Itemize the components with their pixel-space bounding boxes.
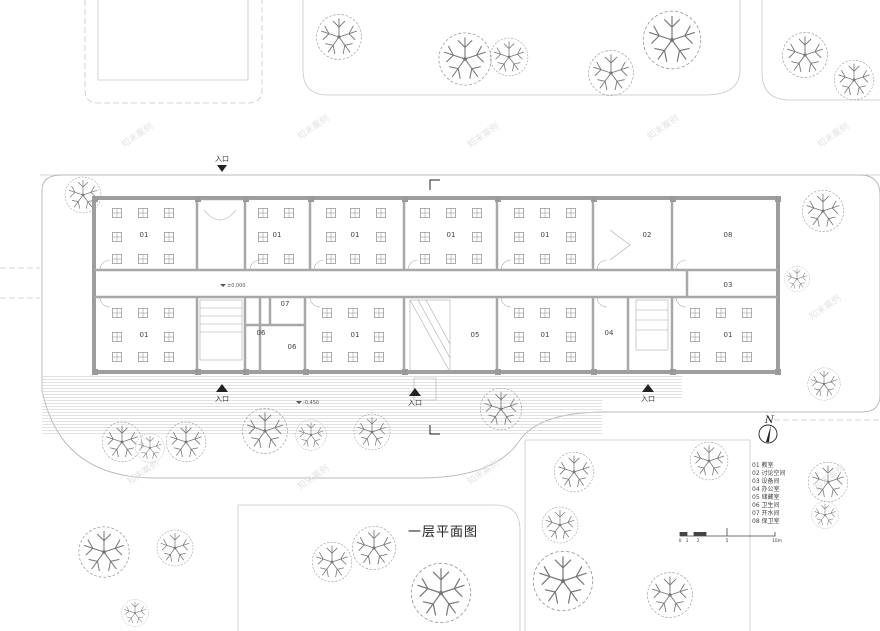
entrance-arrow-icon	[642, 384, 654, 392]
legend-item: 06 卫生间	[752, 501, 780, 509]
room-label: 08	[724, 231, 733, 239]
level-label: -0.450	[303, 400, 319, 406]
room-label: 01	[541, 231, 550, 239]
room-label: 06	[257, 329, 266, 337]
level-marker-icon	[296, 401, 302, 404]
level-marker-icon	[220, 284, 226, 287]
scale-bar: 0 1 2 5 10m	[679, 528, 782, 544]
room-label: 04	[605, 329, 614, 337]
level-label: ±0.000	[227, 283, 246, 289]
legend-item: 01 教室	[752, 461, 774, 469]
legend-item: 05 储藏室	[752, 493, 780, 501]
entrance-label: 入口	[408, 399, 422, 407]
watermark: 知末案例	[295, 112, 331, 142]
room-label: 03	[724, 281, 733, 289]
room-label: 01	[273, 231, 282, 239]
interior-walls	[94, 198, 778, 372]
north-arrow-icon	[758, 424, 778, 444]
legend-item: 08 保卫室	[752, 517, 780, 525]
classroom-furniture	[112, 208, 752, 362]
scale-tick: 0	[679, 538, 682, 544]
scale-tick: 1	[686, 538, 689, 544]
legend: 01 教室 02 讨论空间 03 设备间 04 办公室 05 储藏室 06 卫生…	[752, 461, 786, 525]
room-label: 05	[471, 331, 480, 339]
room-label: 01	[140, 231, 149, 239]
watermark: 知末案例	[119, 120, 155, 150]
section-marks	[429, 179, 440, 435]
legend-item: 02 讨论空间	[752, 469, 786, 477]
entrance-arrow-icon	[217, 165, 227, 172]
room-label: 06	[288, 343, 297, 351]
watermark: 知末案例	[295, 462, 331, 492]
entrance-arrow-icon	[409, 388, 421, 396]
watermark: 知末案例	[645, 112, 681, 142]
door-swings	[99, 259, 687, 308]
scale-tick: 5	[726, 538, 729, 544]
room-label: 01	[351, 331, 360, 339]
room-label: 01	[541, 331, 550, 339]
room-label: 01	[140, 331, 149, 339]
room-label: 01	[351, 231, 360, 239]
watermark: 知末案例	[815, 120, 851, 150]
level-marks: ±0.000 -0.450	[220, 283, 319, 406]
watermark: 知末案例	[125, 457, 161, 487]
terrace-decking-east	[602, 374, 682, 398]
scale-tick: 10m	[772, 538, 782, 544]
entrance-label: 入口	[215, 155, 229, 163]
room-label: 01	[447, 231, 456, 239]
room-label: 07	[281, 300, 290, 308]
scale-tick: 2	[697, 538, 700, 544]
terrace-decking	[42, 374, 602, 436]
room-labels: 01 01 01 01 01 02 08 03 01 07 06 06 01 0…	[140, 231, 733, 351]
entrances: 入口 入口 入口 入口	[215, 155, 655, 407]
north-arrow: N	[758, 415, 778, 444]
entrance-label: 入口	[215, 395, 229, 403]
entrance-label: 入口	[641, 395, 655, 403]
drawing-title: 一层平面图	[408, 525, 478, 540]
legend-item: 03 设备间	[752, 477, 780, 485]
room-label: 01	[724, 331, 733, 339]
watermark: 知末案例	[465, 120, 501, 150]
north-label: N	[764, 415, 775, 426]
north-needle-icon	[766, 425, 771, 442]
room-label: 02	[643, 231, 652, 239]
legend-item: 04 办公室	[752, 485, 780, 493]
entrance-arrow-icon	[216, 384, 228, 392]
columns	[92, 196, 781, 375]
legend-item: 07 开水间	[752, 509, 780, 517]
watermark: 知末案例	[807, 292, 843, 322]
